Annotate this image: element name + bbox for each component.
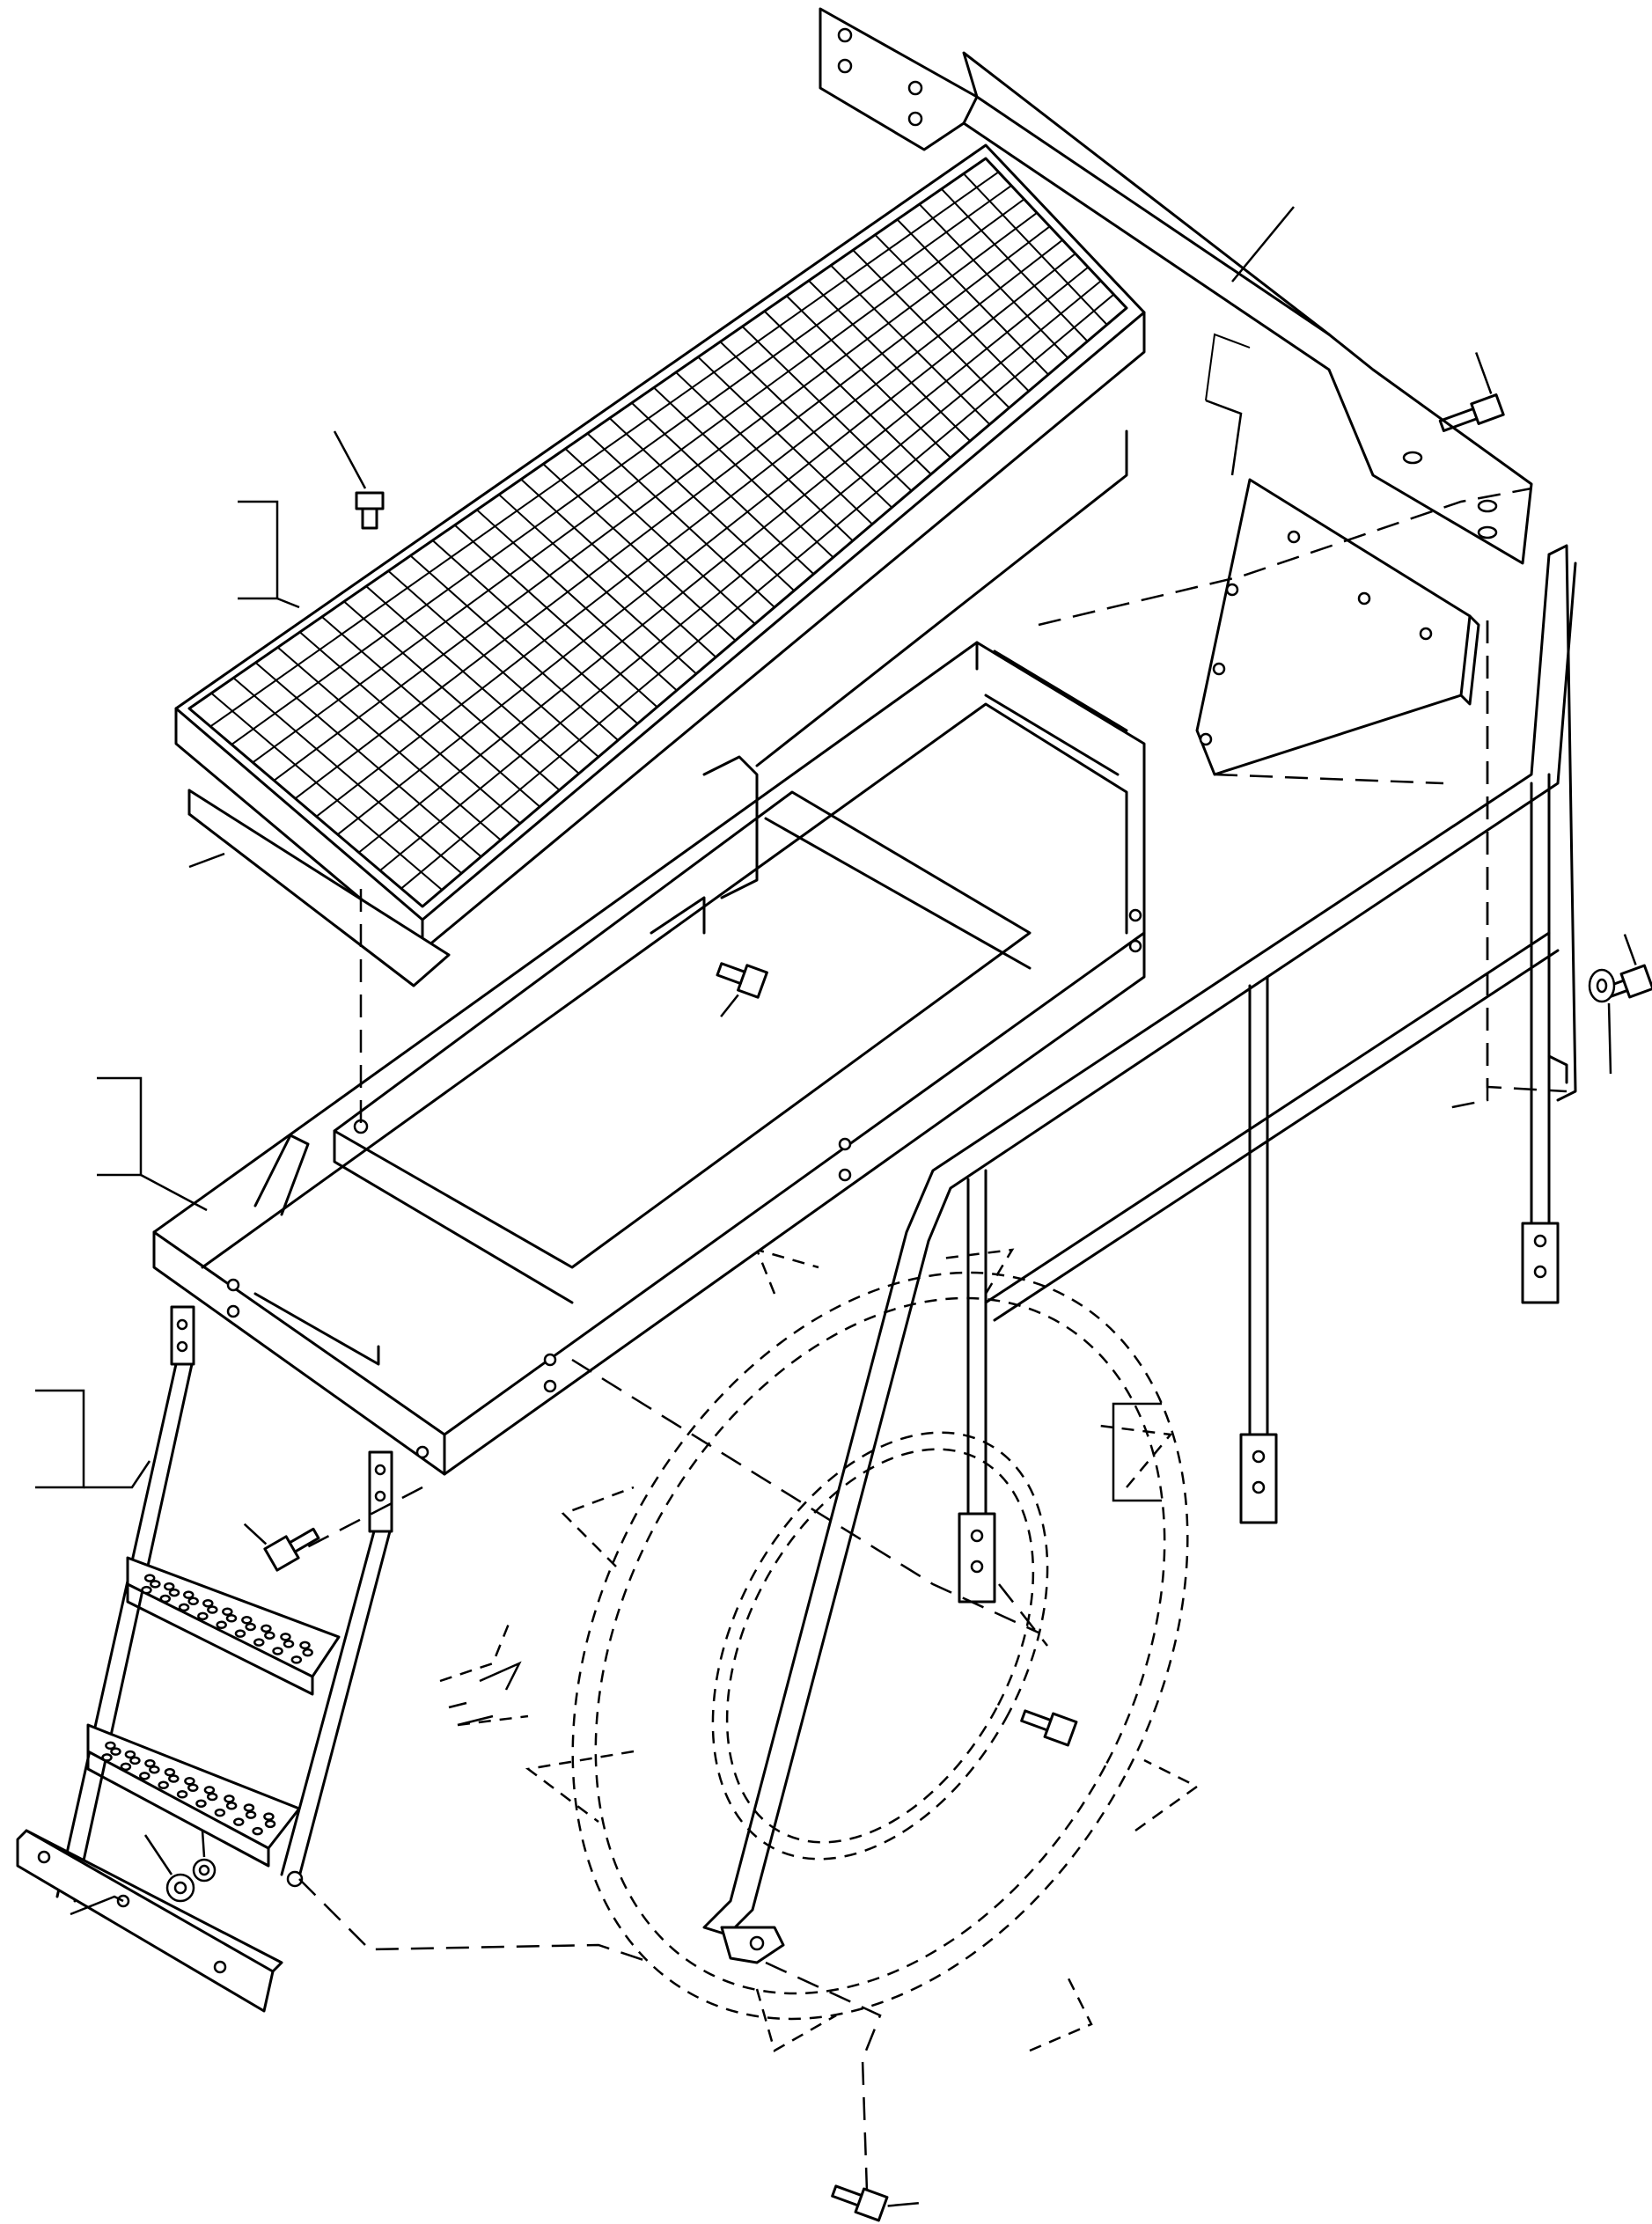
washer-icon — [143, 968, 1616, 1903]
handrail-icon — [702, 544, 1577, 1964]
bolt-icon — [243, 352, 1652, 2222]
upper-bracket-icon — [819, 7, 1533, 565]
track-sprocket-icon — [439, 1248, 1200, 2052]
ladder-icon — [16, 1305, 393, 2013]
assembly-lines — [298, 487, 1568, 2192]
callout-leaders — [35, 500, 1162, 1916]
frame-icon — [152, 641, 1146, 1476]
mounting-plate-icon — [1195, 333, 1480, 776]
grating-panel-icon — [174, 143, 1146, 952]
plate-icon — [187, 789, 451, 987]
